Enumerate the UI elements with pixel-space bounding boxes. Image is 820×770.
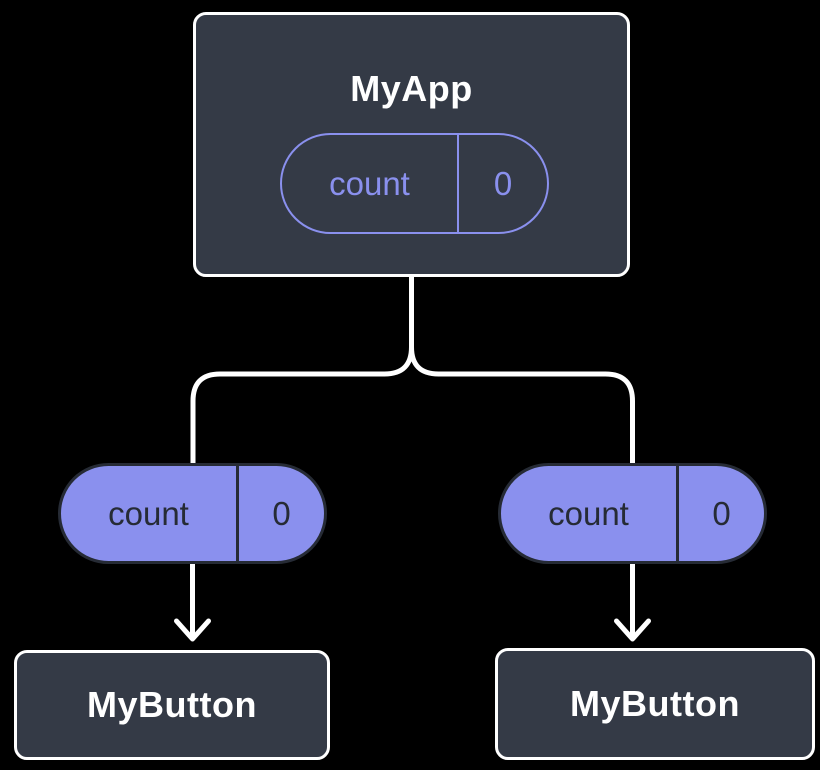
down-arrow-right-head-icon	[614, 618, 651, 642]
prop-pill-right: count 0	[498, 463, 767, 564]
prop-pill-value: 0	[236, 466, 324, 561]
component-node-mybutton-right: MyButton	[495, 648, 815, 760]
down-arrow-left-head-icon	[174, 618, 211, 642]
state-pill: count 0	[280, 133, 549, 234]
prop-pill-left: count 0	[58, 463, 327, 564]
component-node-mybutton-left: MyButton	[14, 650, 330, 760]
prop-pill-value: 0	[676, 466, 764, 561]
state-pill-name: count	[329, 165, 410, 202]
component-node-myapp: MyApp count 0	[193, 12, 630, 277]
node-title: MyButton	[570, 683, 740, 724]
fork-connector-left	[190, 274, 414, 466]
state-pill-value: 0	[457, 135, 547, 232]
node-title: MyApp	[350, 68, 473, 109]
prop-pill-name: count	[108, 495, 189, 532]
prop-pill-name: count	[548, 495, 629, 532]
node-title: MyButton	[87, 684, 257, 725]
fork-connector-right	[409, 274, 635, 466]
